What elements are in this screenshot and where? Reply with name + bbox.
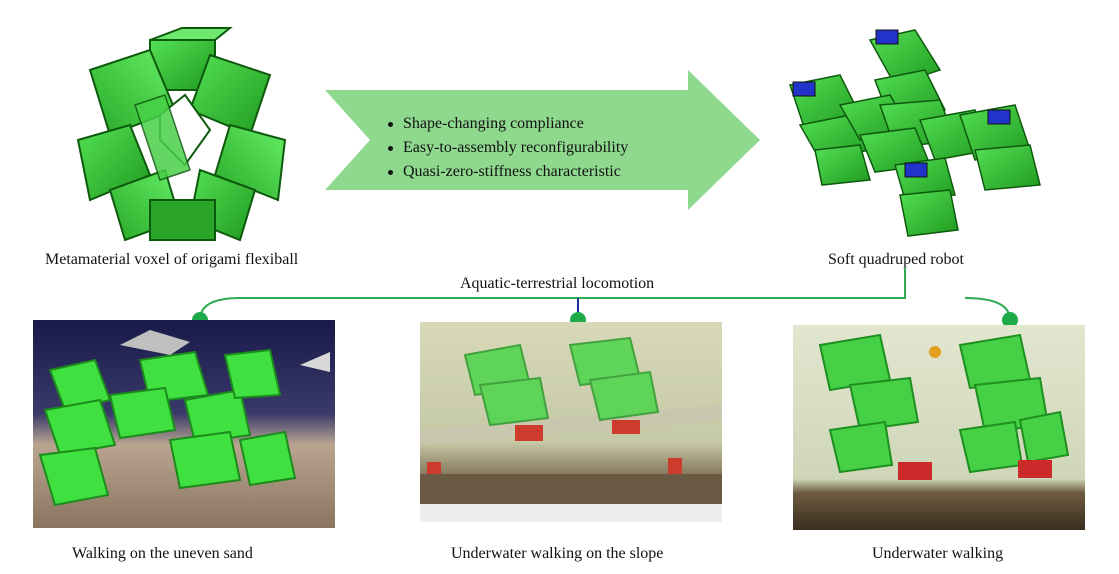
photo-caption-slope: Underwater walking on the slope [451, 545, 664, 562]
feature-item: Shape-changing compliance [388, 112, 628, 136]
feature-text: Easy-to-assembly reconfigurability [403, 139, 629, 156]
photo-sand-walking [33, 320, 335, 528]
bullet-icon [388, 169, 393, 175]
photo-underwater-walking [793, 325, 1085, 530]
quadruped-robot-illustration [789, 29, 1041, 237]
voxel-caption: Metamaterial voxel of origami flexiball [45, 251, 299, 268]
feature-list: Shape-changing compliance Easy-to-assemb… [388, 112, 628, 184]
photo-underwater-slope [420, 322, 722, 522]
photo-caption-underwater: Underwater walking [872, 545, 1004, 562]
feature-text: Shape-changing compliance [403, 115, 584, 132]
locomotion-label: Aquatic-terrestrial locomotion [460, 275, 655, 292]
photo-caption-sand: Walking on the uneven sand [72, 545, 253, 562]
feature-arrow [325, 70, 760, 210]
feature-text: Quasi-zero-stiffness characteristic [403, 163, 621, 180]
robot-caption: Soft quadruped robot [828, 251, 964, 268]
bullet-icon [388, 121, 393, 127]
flexiball-voxel-illustration [76, 27, 287, 242]
feature-item: Easy-to-assembly reconfigurability [388, 136, 628, 160]
feature-item: Quasi-zero-stiffness characteristic [388, 160, 628, 184]
bullet-icon [388, 145, 393, 151]
connector-node-3 [1002, 312, 1018, 328]
